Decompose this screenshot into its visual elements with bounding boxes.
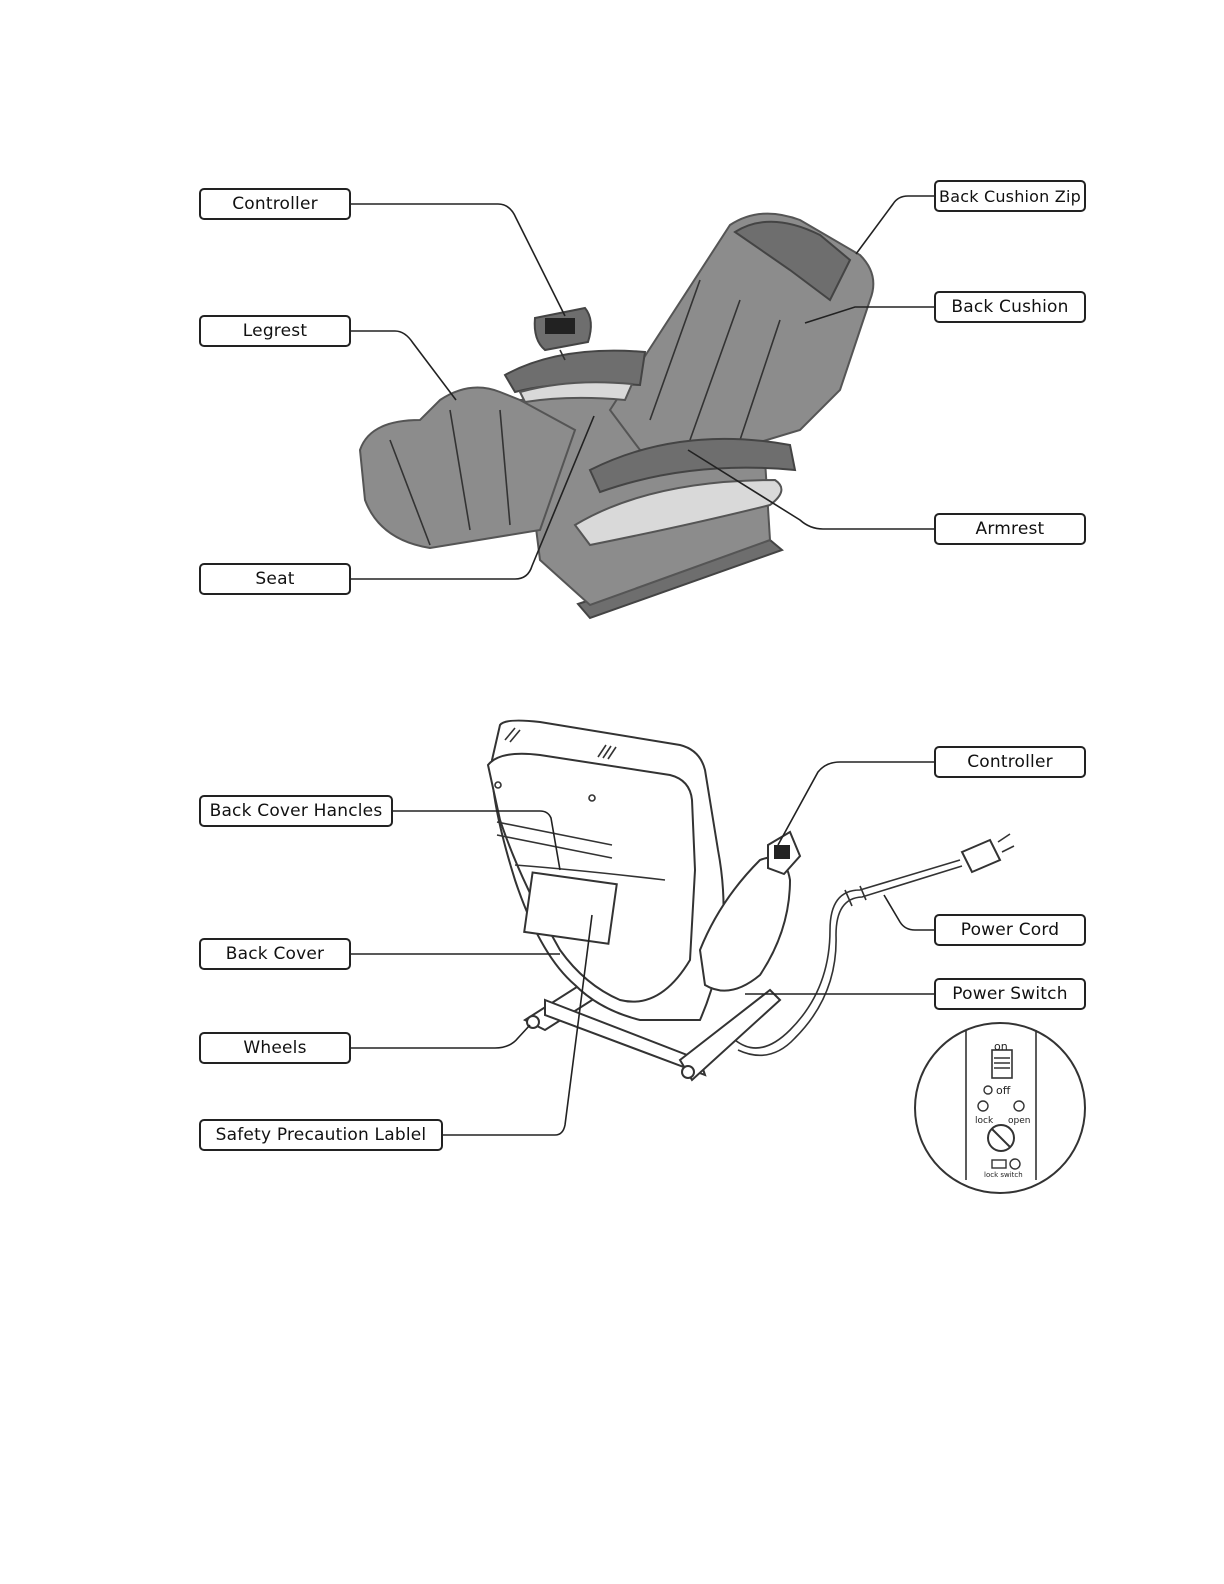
label-safety-precaution-text: Safety Precaution Lablel — [216, 1125, 427, 1145]
leader-power-cord — [884, 895, 934, 930]
label-safety-precaution: Safety Precaution Lablel — [199, 1119, 443, 1151]
label-controller-bottom-text: Controller — [967, 752, 1053, 772]
label-armrest-text: Armrest — [976, 519, 1045, 539]
label-wheels-text: Wheels — [243, 1038, 306, 1058]
label-legrest-text: Legrest — [243, 321, 307, 341]
label-seat-text: Seat — [255, 569, 294, 589]
label-controller-bottom: Controller — [934, 746, 1086, 778]
leader-wheels — [351, 1025, 530, 1048]
label-controller-top: Controller — [199, 188, 351, 220]
label-seat: Seat — [199, 563, 351, 595]
leader-controller-bottom — [778, 762, 934, 845]
label-back-cover-handles-text: Back Cover Hancles — [210, 801, 383, 821]
label-back-cushion-text: Back Cushion — [951, 297, 1068, 317]
label-back-cover-text: Back Cover — [226, 944, 324, 964]
label-power-switch-text: Power Switch — [952, 984, 1067, 1004]
label-back-cover-handles: Back Cover Hancles — [199, 795, 393, 827]
label-back-cushion: Back Cushion — [934, 291, 1086, 323]
label-wheels: Wheels — [199, 1032, 351, 1064]
switch-lock-switch-text: lock switch — [984, 1171, 1023, 1179]
label-controller-top-text: Controller — [232, 194, 318, 214]
label-power-switch: Power Switch — [934, 978, 1086, 1010]
label-back-cover: Back Cover — [199, 938, 351, 970]
power-switch-detail: on off lock open lock switch — [915, 1023, 1085, 1193]
label-armrest: Armrest — [934, 513, 1086, 545]
switch-lock-text: lock — [975, 1116, 994, 1126]
leader-legrest — [351, 331, 456, 400]
label-power-cord: Power Cord — [934, 914, 1086, 946]
switch-off-text: off — [996, 1084, 1011, 1097]
leader-back-cushion-zip — [856, 196, 934, 254]
label-back-cushion-zip-text: Back Cushion Zip — [939, 187, 1081, 206]
label-power-cord-text: Power Cord — [961, 920, 1060, 940]
label-back-cushion-zip: Back Cushion Zip — [934, 180, 1086, 212]
switch-open-text: open — [1008, 1116, 1030, 1126]
label-legrest: Legrest — [199, 315, 351, 347]
switch-on-text: on — [994, 1040, 1008, 1053]
massage-chair-front-illustration — [360, 214, 873, 618]
leader-controller-top — [351, 204, 565, 316]
